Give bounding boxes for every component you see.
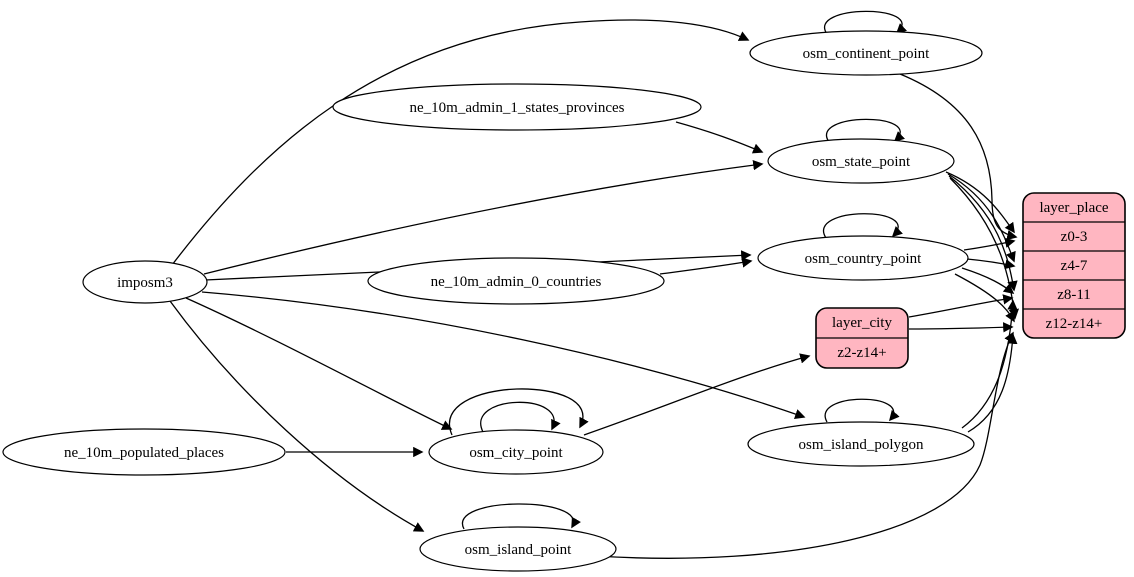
node-osm_continent_point: osm_continent_point — [749, 30, 983, 76]
edge-layer_city-layer_place-z12-z14 — [908, 322, 1014, 333]
edge-osm_island_point-layer_place-z12-z14 — [595, 331, 1014, 559]
node-imposm3: imposm3 — [82, 260, 208, 304]
node-osm_state_point-label: osm_state_point — [812, 154, 911, 170]
edge-imposm3-osm_island_point — [169, 300, 425, 532]
edge-imposm3-osm_continent_point — [171, 19, 750, 266]
node-ne_10m_admin_1_states_provinces-label: ne_10m_admin_1_states_provinces — [410, 100, 625, 116]
node-ne_10m_admin_1_states_provinces-shape — [332, 83, 702, 131]
node-osm_state_point-shape — [767, 138, 955, 184]
edge-imposm3-osm_island_polygon — [201, 291, 806, 420]
node-osm_island_polygon: osm_island_polygon — [747, 421, 975, 467]
record-layer_place-row-z8-11: z8-11 — [1057, 287, 1091, 303]
record-layer_place-shape — [1022, 192, 1126, 339]
node-osm_island_point-shape — [419, 526, 617, 572]
self-loop-osm_city_point-outer — [448, 388, 589, 436]
edge-osm_country_point-layer_place-z8-11 — [961, 267, 1015, 294]
node-osm_continent_point-shape — [749, 30, 983, 76]
record-layer_place-row-z0-3: z0-3 — [1061, 229, 1088, 245]
edge-osm_city_point-layer_city-z2-z14 — [583, 353, 811, 436]
node-imposm3-label: imposm3 — [117, 275, 173, 291]
self-loop-osm_state_point — [825, 118, 906, 143]
self-loop-osm_island_point — [461, 503, 581, 530]
edge-osm_island_polygon-layer_place-z12-z14 — [967, 333, 1018, 433]
node-imposm3-shape — [82, 260, 208, 304]
node-ne_10m_admin_0_countries: ne_10m_admin_0_countries — [367, 257, 665, 305]
node-ne_10m_populated_places-label: ne_10m_populated_places — [64, 445, 224, 461]
node-osm_island_polygon-label: osm_island_polygon — [798, 437, 924, 453]
record-layer_city-row-z2-z14: z2-z14+ — [837, 345, 886, 361]
edge-imposm3-osm_state_point — [203, 159, 764, 275]
node-osm_island_point-label: osm_island_point — [465, 542, 573, 558]
node-ne_10m_populated_places: ne_10m_populated_places — [2, 428, 286, 476]
node-osm_island_point: osm_island_point — [419, 526, 617, 572]
node-osm_country_point-label: osm_country_point — [805, 251, 922, 267]
node-osm_island_polygon-shape — [747, 421, 975, 467]
edge-osm_country_point-layer_place-z0-3 — [963, 237, 1016, 251]
node-ne_10m_admin_1_states_provinces: ne_10m_admin_1_states_provinces — [332, 83, 702, 131]
node-osm_city_point: osm_city_point — [428, 429, 604, 475]
node-ne_10m_populated_places-shape — [2, 428, 286, 476]
edge-layer_city-layer_place-z8-11 — [908, 294, 1014, 318]
node-ne_10m_admin_0_countries-shape — [367, 257, 665, 305]
record-layer_place-row-z4-7: z4-7 — [1061, 258, 1088, 274]
self-loop-osm_island_polygon — [824, 398, 900, 423]
record-layer_place-row-z12-z14: z12-z14+ — [1046, 316, 1103, 332]
edge-osm_country_point-layer_place-z4-7 — [966, 258, 1016, 270]
node-osm_city_point-shape — [428, 429, 604, 475]
record-layer_city: layer_city z2-z14+ — [815, 307, 909, 369]
record-layer_place: layer_place z0-3 z4-7 z8-11 z12-z14+ — [1022, 192, 1126, 339]
node-ne_10m_admin_0_countries-label: ne_10m_admin_0_countries — [431, 274, 602, 290]
edge-imposm3-osm_city_point — [185, 297, 453, 430]
edge-ne_10m_admin_0_countries-osm_country_point — [659, 257, 753, 275]
self-loop-osm_country_point — [822, 213, 903, 239]
self-loop-osm_continent_point — [823, 10, 908, 35]
edge-osm_state_point-layer_place-z4-7 — [947, 173, 1016, 263]
edge-osm_state_point-layer_place-z8-11 — [948, 175, 1018, 292]
node-osm_country_point-shape — [757, 235, 969, 281]
node-osm_city_point-label: osm_city_point — [469, 445, 563, 461]
edge-osm_state_point-layer_place-z0-3 — [945, 171, 1015, 234]
edge-osm_country_point-layer_place-z12-z14 — [954, 273, 1015, 323]
edge-ne_10m_admin_1_states_provinces-osm_state_point — [675, 121, 764, 154]
node-osm_continent_point-label: osm_continent_point — [803, 46, 930, 62]
node-osm_country_point: osm_country_point — [757, 235, 969, 281]
record-layer_city-title: layer_city — [832, 315, 892, 331]
node-osm_state_point: osm_state_point — [767, 138, 955, 184]
edge-osm_island_polygon-layer_place-z8-11 — [961, 299, 1018, 429]
self-loop-osm_city_point-inner — [480, 401, 561, 433]
record-layer_place-title: layer_place — [1039, 200, 1108, 216]
edge-group — [169, 10, 1020, 559]
edge-osm_state_point-layer_place-z12-z14 — [949, 177, 1020, 320]
